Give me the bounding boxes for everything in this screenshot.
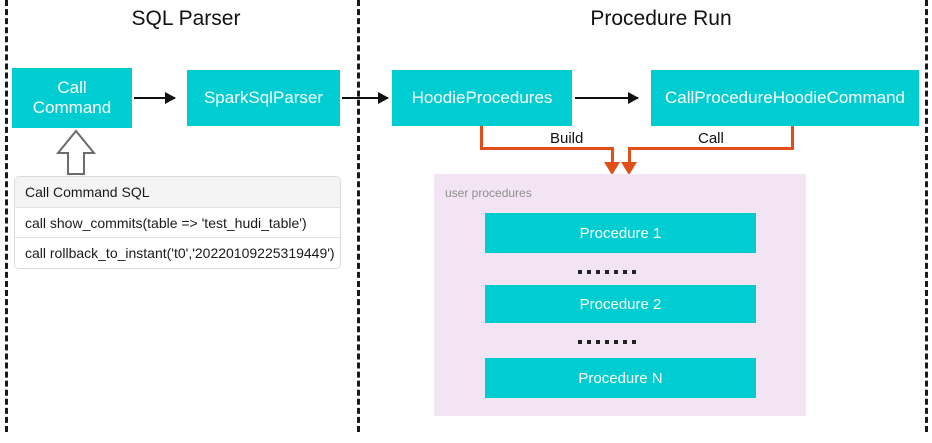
- arrow-spark-sql-parser-to-hoodie-procedures: [342, 92, 389, 104]
- hollow-up-arrow-icon: [55, 129, 97, 182]
- procedure-box-1[interactable]: Procedure 1: [485, 213, 756, 253]
- build-connector-segment-vertical-left: [480, 126, 483, 150]
- call-connector-segment-horizontal: [628, 147, 794, 150]
- edge-label-build: Build: [545, 131, 589, 146]
- sql-table-row: call show_commits(table => 'test_hudi_ta…: [15, 208, 340, 238]
- call-connector-segment-vertical-down: [628, 147, 631, 165]
- procedure-box-2[interactable]: Procedure 2: [485, 285, 756, 323]
- call-connector-arrowhead: [621, 162, 637, 175]
- section-divider-right: [925, 0, 928, 432]
- node-hoodie-procedures-label: HoodieProcedures: [411, 88, 553, 108]
- arrow-call-command-to-spark-sql-parser: [134, 92, 176, 104]
- edge-label-call: Call: [693, 131, 729, 146]
- procedure-box-n[interactable]: Procedure N: [485, 358, 756, 398]
- section-divider-middle: [357, 0, 360, 432]
- ellipsis-dots-2: [578, 340, 636, 344]
- build-connector-segment-horizontal: [480, 147, 614, 150]
- node-spark-sql-parser-label: SparkSqlParser: [203, 88, 324, 108]
- node-spark-sql-parser[interactable]: SparkSqlParser: [187, 70, 340, 126]
- sql-table-row: call rollback_to_instant('t0','202201092…: [15, 238, 340, 268]
- section-title-procedure-run: Procedure Run: [590, 7, 732, 30]
- build-connector-arrowhead: [604, 162, 620, 175]
- node-call-procedure-hoodie-command[interactable]: CallProcedureHoodieCommand: [651, 70, 919, 126]
- ellipsis-dots-1: [578, 270, 636, 274]
- call-connector-segment-vertical-right: [791, 126, 794, 150]
- node-call-command[interactable]: Call Command: [12, 68, 132, 128]
- build-connector-segment-vertical-down: [611, 147, 614, 165]
- node-call-command-line1: Call: [57, 78, 87, 98]
- section-title-sql-parser: SQL Parser: [131, 7, 241, 30]
- user-procedures-label: user procedures: [445, 186, 532, 200]
- procedure-box-1-label: Procedure 1: [579, 224, 662, 242]
- arrow-hoodie-procedures-to-call-procedure-command: [575, 92, 639, 104]
- section-divider-left: [5, 0, 8, 432]
- procedure-box-2-label: Procedure 2: [579, 295, 662, 313]
- call-command-sql-table: Call Command SQL call show_commits(table…: [14, 176, 341, 269]
- node-hoodie-procedures[interactable]: HoodieProcedures: [392, 70, 572, 126]
- node-call-procedure-hoodie-command-label: CallProcedureHoodieCommand: [664, 88, 905, 108]
- sql-table-header: Call Command SQL: [15, 177, 340, 208]
- procedure-box-n-label: Procedure N: [578, 369, 663, 387]
- node-call-command-line2: Command: [32, 98, 112, 117]
